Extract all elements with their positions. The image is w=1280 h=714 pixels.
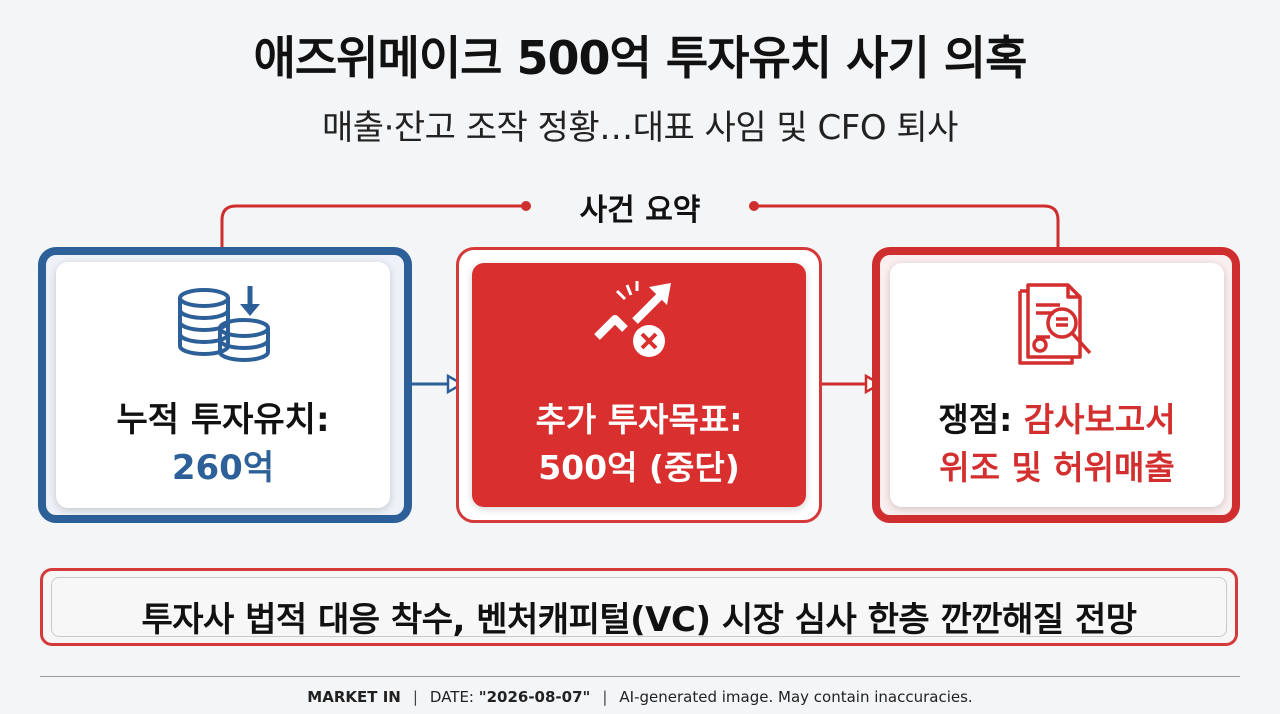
broken-growth-arrow-icon bbox=[594, 281, 671, 357]
footer: MARKET IN | DATE: "2026-08-07" | AI-generate… bbox=[0, 688, 1280, 706]
card-cumulative-label: 누적 투자유치: bbox=[116, 400, 330, 440]
footer-date: "2026-08-07" bbox=[478, 688, 591, 706]
coins-stack-down-icon bbox=[178, 286, 270, 362]
page-title: 애즈위메이크 500억 투자유치 사기 의혹 bbox=[253, 31, 1028, 85]
card-additional-target: 추가 투자목표: 500억 (중단) bbox=[472, 263, 806, 507]
footer-date-label: DATE: bbox=[429, 688, 474, 706]
card-issue-value: 위조 및 허위매출 bbox=[939, 448, 1175, 487]
section-label: 사건 요약 bbox=[540, 185, 740, 229]
card-issue-highlight: 감사보고서 bbox=[1023, 400, 1176, 439]
footer-separator: | bbox=[412, 688, 418, 706]
card-target-label: 추가 투자목표: bbox=[535, 400, 743, 439]
card-cumulative-value: 260억 bbox=[171, 448, 275, 488]
card-issue-prefix: 쟁점: bbox=[938, 400, 1024, 439]
card-issue-label: 쟁점: 감사보고서 bbox=[890, 393, 1224, 441]
card-target-value: 500억 (중단) bbox=[538, 448, 740, 487]
page-subtitle: 매출·잔고 조작 정황…대표 사임 및 CFO 퇴사 bbox=[322, 108, 958, 148]
outlook-text: 투자사 법적 대응 착수, 벤처캐피털(VC) 시장 심사 한층 깐깐해질 전망 bbox=[141, 600, 1137, 640]
footer-disclaimer: AI-generated image. May contain inaccura… bbox=[619, 688, 973, 706]
footer-separator: | bbox=[602, 688, 608, 706]
outlook-box: 투자사 법적 대응 착수, 벤처캐피털(VC) 시장 심사 한층 깐깐해질 전망 bbox=[40, 568, 1238, 646]
outlook-inner: 투자사 법적 대응 착수, 벤처캐피털(VC) 시장 심사 한층 깐깐해질 전망 bbox=[51, 577, 1227, 640]
footer-source: MARKET IN bbox=[307, 688, 401, 706]
card-cumulative-investment: 누적 투자유치: 260억 bbox=[56, 262, 390, 508]
card-issue: 쟁점: 감사보고서 위조 및 허위매출 bbox=[890, 263, 1224, 507]
footer-divider bbox=[40, 676, 1240, 677]
document-magnifier-icon bbox=[1018, 283, 1092, 365]
